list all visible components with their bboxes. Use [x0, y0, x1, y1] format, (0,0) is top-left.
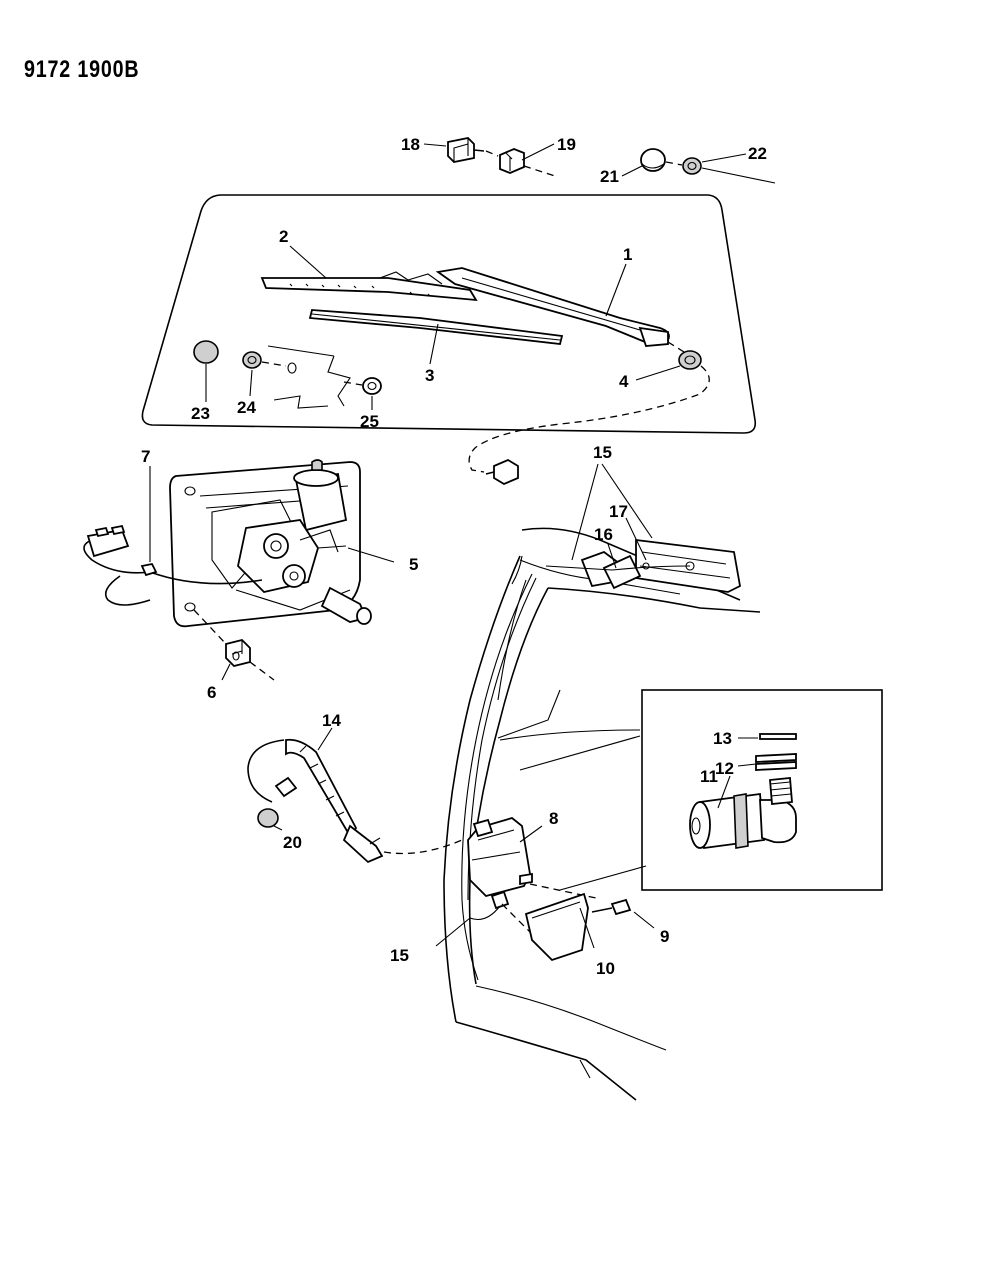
part-10-bracket	[524, 892, 589, 962]
part-23-cap	[193, 340, 219, 364]
part-4-nut	[678, 350, 702, 370]
callout-17: 17	[609, 502, 628, 521]
part-20-hose-clip	[247, 739, 298, 828]
motor-shaft-path	[468, 365, 710, 473]
callout-8: 8	[549, 809, 558, 828]
leader-4-line	[635, 365, 681, 381]
leader-dash-18-19	[485, 150, 556, 177]
callout-13: 13	[713, 729, 732, 748]
part-2-wiper-blade	[260, 271, 478, 302]
leader-dash-21-22	[665, 161, 683, 166]
leader-15-bottom	[435, 917, 471, 947]
wiring-harness	[83, 524, 263, 606]
leader-10-line	[579, 907, 595, 949]
liftgate-glass-outline	[141, 194, 757, 434]
callout-3: 3	[425, 366, 434, 385]
part-5-wiper-motor-bracket	[169, 459, 372, 628]
part-6-clip	[225, 639, 251, 667]
callout-5: 5	[409, 555, 418, 574]
leader-14-line	[317, 727, 333, 751]
callout-24: 24	[237, 398, 256, 417]
callout-7: 7	[141, 447, 150, 466]
callout-6: 6	[207, 683, 216, 702]
leader-1-line	[605, 263, 627, 317]
callout-10: 10	[596, 959, 615, 978]
leader-15-top-b	[601, 463, 653, 539]
part-13-seal	[759, 733, 797, 740]
leader-16-line	[607, 543, 617, 569]
callout-15-top: 15	[593, 443, 612, 462]
part-14-washer-hose	[285, 738, 384, 864]
inset-box	[641, 689, 883, 891]
leader-9-line	[633, 911, 655, 929]
leader-8-line	[519, 825, 543, 843]
leader-22-callout-line	[701, 153, 747, 163]
callout-9: 9	[660, 927, 669, 946]
glass-cutout-lines	[267, 345, 351, 409]
callout-18: 18	[401, 135, 420, 154]
part-1-wiper-arm	[435, 267, 670, 347]
callout-22: 22	[748, 144, 767, 163]
part-11-washer-pump	[689, 777, 797, 850]
glass-hole	[287, 362, 297, 374]
part-3-blade-refill	[308, 309, 564, 345]
leader-17-line	[625, 517, 647, 561]
callout-25: 25	[360, 412, 379, 431]
liftgate-header-detail	[545, 538, 742, 593]
callout-11: 11	[700, 767, 718, 786]
hose-dash-to-reservoir	[383, 839, 463, 855]
leader-20-line	[273, 825, 283, 831]
callout-15-bottom: 15	[390, 946, 409, 965]
part-24-grommet	[242, 351, 262, 369]
callout-14: 14	[322, 711, 341, 730]
callout-23: 23	[191, 404, 210, 423]
leader-12-line	[737, 763, 757, 767]
leader-dash-24-25	[261, 361, 363, 386]
leader-3-line	[429, 323, 439, 365]
leader-5-line	[347, 547, 395, 563]
motor-shaft-stud	[485, 458, 519, 486]
callout-4: 4	[619, 372, 629, 391]
vehicle-liftgate-opening	[443, 527, 761, 1101]
callout-20: 20	[283, 833, 302, 852]
part-8-washer-reservoir	[467, 817, 533, 910]
diagram-code: 9172 1900B	[24, 56, 140, 83]
leader-dash-arm-to-nut	[667, 341, 685, 353]
hose-to-reservoir	[469, 905, 501, 921]
callout-21: 21	[600, 167, 619, 186]
callout-12: 12	[715, 759, 734, 778]
part-9-screw	[591, 898, 632, 916]
leader-18-line	[423, 143, 447, 147]
callout-19: 19	[557, 135, 576, 154]
part-12-grommet	[755, 753, 797, 771]
part-22-grommet	[682, 157, 702, 175]
part-19-clip	[499, 148, 525, 174]
leader-6-line	[221, 663, 231, 681]
leader-15-top-a	[571, 463, 599, 561]
part-18-plug	[447, 137, 485, 163]
callout-2: 2	[279, 227, 288, 246]
leader-dash-6	[193, 609, 275, 681]
leader-19-line	[521, 143, 555, 161]
callout-1: 1	[623, 245, 632, 264]
part-21-cap	[640, 148, 666, 172]
callout-16: 16	[594, 525, 613, 544]
leader-21-line	[621, 165, 643, 177]
leader-2-line	[289, 245, 327, 279]
leader-22-line	[701, 167, 776, 184]
leader-24-line	[249, 369, 253, 397]
part-25-nut	[362, 377, 382, 395]
leader-11-line	[717, 775, 731, 809]
